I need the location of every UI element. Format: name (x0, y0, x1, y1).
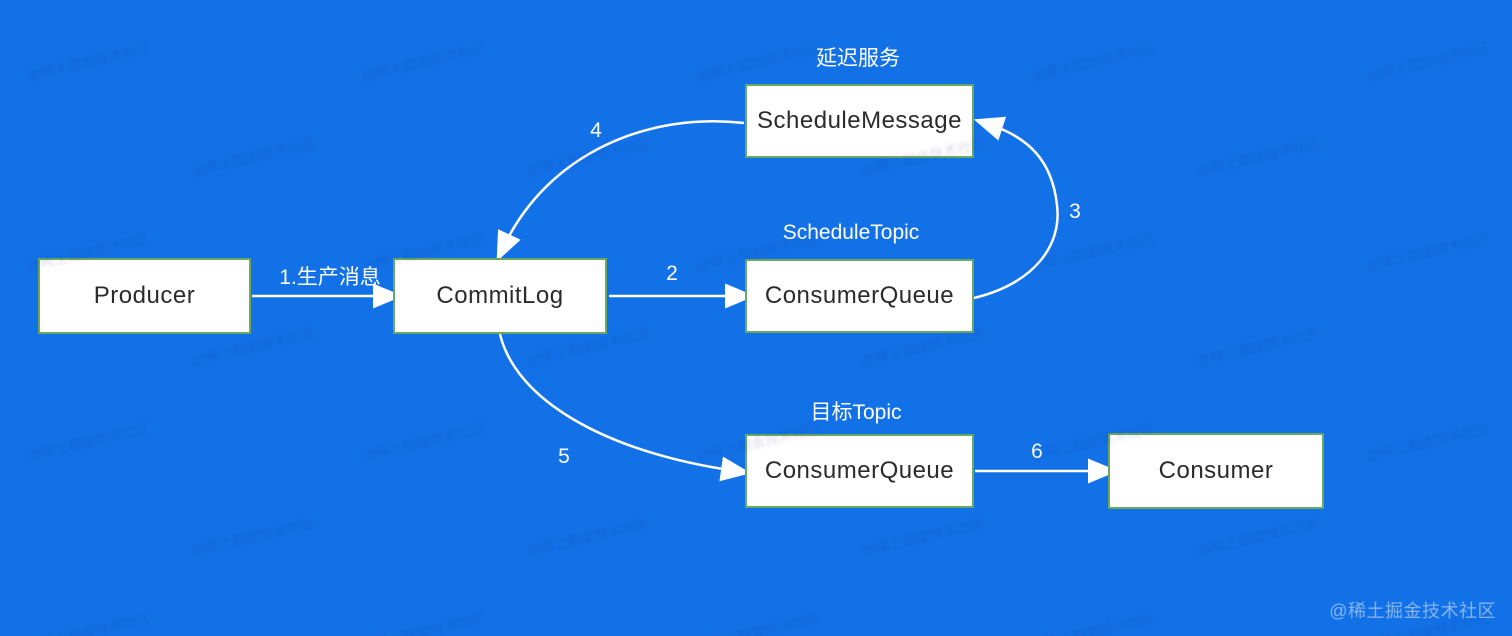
node-consumer: Consumer (1108, 433, 1324, 509)
node-label: ScheduleMessage (757, 107, 962, 134)
node-label: CommitLog (436, 282, 564, 309)
edge-commitlog-to-target-queue (498, 333, 751, 482)
node-commitlog: CommitLog (393, 258, 607, 334)
edge-label-step-1: 1.生产消息 (279, 266, 381, 289)
edge-label-step-6: 6 (1031, 440, 1043, 463)
node-label: ConsumerQueue (764, 282, 955, 309)
label-target-topic: 目标Topic (810, 401, 902, 424)
label-schedule-topic: ScheduleTopic (782, 221, 920, 244)
node-consumer-queue-schedule: ConsumerQueue (745, 259, 974, 333)
label-delay-service: 延迟服务 (816, 47, 900, 70)
node-label: Consumer (1158, 457, 1274, 484)
node-consumer-queue-target: ConsumerQueue (745, 434, 974, 508)
edge-schedule-queue-to-schedule-msg (973, 116, 1059, 300)
node-label: Producer (93, 282, 196, 309)
edge-label-step-4: 4 (590, 119, 602, 142)
edge-label-step-5: 5 (558, 445, 570, 468)
edge-label-step-3: 3 (1069, 200, 1081, 223)
edge-label-step-2: 2 (666, 262, 678, 285)
node-producer: Producer (38, 258, 251, 334)
edge-schedule-msg-to-commitlog (496, 119, 745, 262)
node-label: ConsumerQueue (764, 457, 955, 484)
node-schedule-message: ScheduleMessage (745, 84, 974, 158)
